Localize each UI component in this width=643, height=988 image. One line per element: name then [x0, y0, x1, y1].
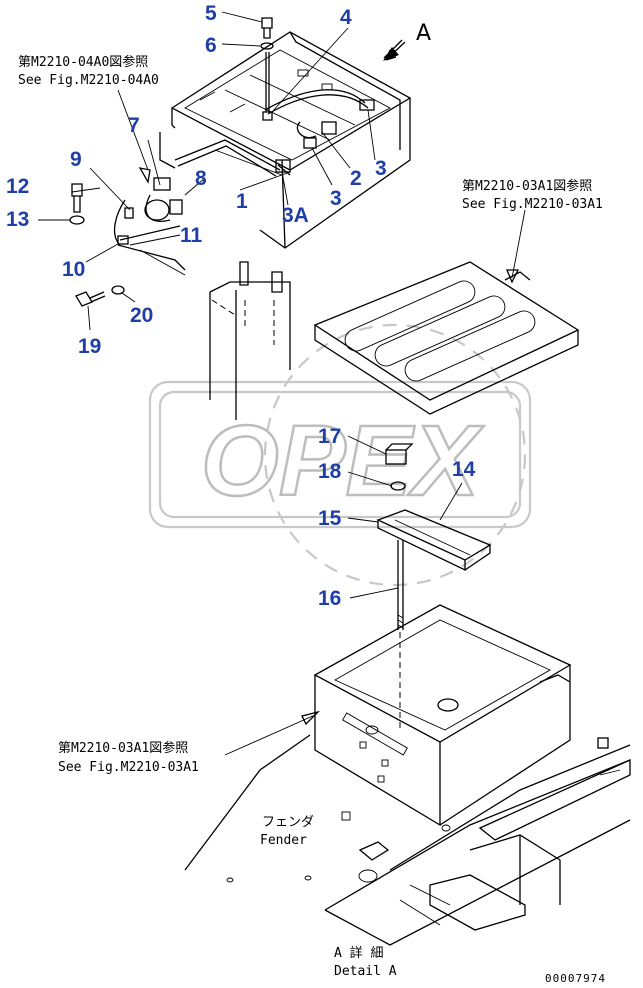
callout-14: 14: [452, 458, 476, 481]
callout-4: 4: [340, 6, 352, 29]
callout-10: 10: [62, 258, 85, 281]
callout-16: 16: [318, 587, 341, 610]
detail-label-en: Detail A: [334, 964, 397, 979]
battery: [209, 261, 291, 420]
hold-down-rod: [260, 17, 274, 121]
callout-1: 1: [236, 190, 248, 213]
callout-3-upper: 3: [375, 157, 387, 180]
document-id: 00007974: [545, 972, 606, 985]
callout-3A: 3A: [282, 204, 309, 227]
watermark: OPEX: [148, 323, 532, 587]
callouts: 5 6 4 7 9 8 12 13 11 10 1 3A 3 2 3 20 19…: [6, 2, 476, 610]
rod: [397, 540, 404, 730]
leader-lines: [38, 11, 526, 756]
battery-clamp: [376, 443, 492, 572]
ref-fig-03a1-left-jp: 第M2210-03A1図参照: [58, 740, 188, 756]
callout-15: 15: [318, 507, 342, 530]
detail-label-jp: A 詳 細: [334, 945, 383, 961]
callout-2: 2: [350, 167, 362, 190]
battery-lid: [313, 261, 580, 415]
fender-label-en: Fender: [260, 833, 307, 848]
fender-label-jp: フェンダ: [262, 815, 314, 830]
ref-fig-03a1-top-jp: 第M2210-03A1図参照: [462, 178, 592, 194]
callout-7: 7: [128, 114, 140, 137]
ref-fig-04a0-jp: 第M2210-04A0図参照: [18, 54, 148, 70]
ref-fig-03a1-left-en: See Fig.M2210-03A1: [58, 760, 199, 775]
callout-20: 20: [130, 304, 153, 327]
view-arrow: [383, 39, 406, 61]
callout-12: 12: [6, 175, 29, 198]
ref-fig-03a1-top-en: See Fig.M2210-03A1: [462, 197, 603, 212]
callout-9: 9: [70, 148, 82, 171]
ref-fig-04a0-en: See Fig.M2210-04A0: [18, 73, 159, 88]
callout-17: 17: [318, 425, 341, 448]
callout-6: 6: [205, 34, 217, 57]
callout-19: 19: [78, 335, 101, 358]
fender-frame: [184, 734, 631, 946]
view-label: A: [416, 21, 431, 46]
callout-11: 11: [180, 224, 203, 247]
callout-18: 18: [318, 460, 342, 483]
harness-relay: [113, 132, 291, 276]
callout-3-lower: 3: [330, 187, 342, 210]
callout-13: 13: [6, 208, 29, 231]
callout-5: 5: [205, 2, 217, 25]
battery-tray: [313, 604, 572, 827]
watermark-text: OPEX: [201, 405, 484, 517]
callout-8: 8: [195, 167, 207, 190]
